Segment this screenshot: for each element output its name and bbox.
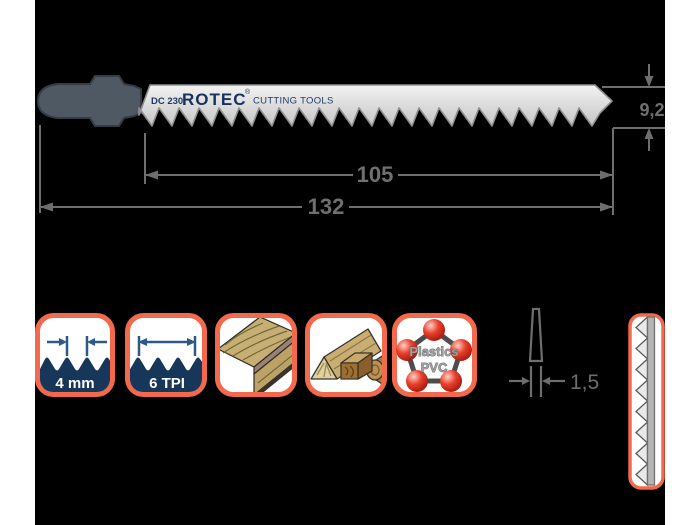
dim-working-length-lines xyxy=(144,133,613,184)
jigsaw-blade-illustration: DC 230 ROTEC ® CUTTING TOOLS 9,2 105 xyxy=(37,64,665,219)
dim-height-lines xyxy=(602,64,665,215)
blade-cross-section xyxy=(628,313,665,490)
brand-tagline: CUTTING TOOLS xyxy=(253,96,334,107)
cross-section-body xyxy=(646,316,656,486)
blade-model-label: DC 230 xyxy=(151,96,183,107)
dim-height-arrow-up xyxy=(644,128,654,139)
icon-tooth-pitch: 4 mm xyxy=(35,313,115,397)
dim-working-length-arrow-right xyxy=(600,170,613,180)
left-margin xyxy=(0,0,35,525)
icon-tpi: 6 TPI xyxy=(125,313,207,397)
dim-working-length-value: 105 xyxy=(357,162,394,187)
right-margin xyxy=(665,0,700,525)
pitch-arrow-left xyxy=(87,338,95,346)
wood-grain xyxy=(222,322,292,361)
thickness-arrow-left xyxy=(542,377,550,385)
tpi-arrow-ticks xyxy=(137,336,197,356)
pitch-arrow-right xyxy=(59,338,67,346)
registered-mark: ® xyxy=(245,88,251,96)
tpi-label: 6 TPI xyxy=(149,375,185,392)
dim-working-length-arrow-left xyxy=(145,170,158,180)
dim-height-value: 9,2 xyxy=(639,100,664,120)
tpi-arrow-right xyxy=(187,338,196,346)
icon-wood-beams xyxy=(305,313,387,397)
plastics-label-line2: PVC xyxy=(421,360,448,375)
dim-thickness-value: 1,5 xyxy=(570,371,599,394)
pitch-arrow-ticks xyxy=(47,336,107,356)
blade-body xyxy=(138,84,613,127)
blade-shank xyxy=(37,75,142,127)
dim-height-arrow-down xyxy=(644,76,654,87)
icon-plastics-pvc: Plastics PVC xyxy=(392,313,477,397)
tooth-pitch-label: 4 mm xyxy=(55,375,94,392)
molecule-balls xyxy=(396,319,472,392)
thickness-arrow-right xyxy=(522,377,530,385)
dim-total-length-lines xyxy=(39,125,613,213)
dim-total-length-arrow-right xyxy=(600,202,613,212)
brand-logo: ROTEC xyxy=(182,90,247,109)
dim-total-length-arrow-left xyxy=(40,202,53,212)
thickness-diagram: 1,5 xyxy=(509,307,599,397)
tpi-arrow-left xyxy=(138,338,147,346)
cross-section-teeth xyxy=(635,315,649,487)
dim-total-length-value: 132 xyxy=(308,194,345,219)
blade-profile xyxy=(528,307,544,363)
icon-wood-panel xyxy=(215,313,297,397)
plastics-label-line1: Plastics xyxy=(409,344,458,359)
